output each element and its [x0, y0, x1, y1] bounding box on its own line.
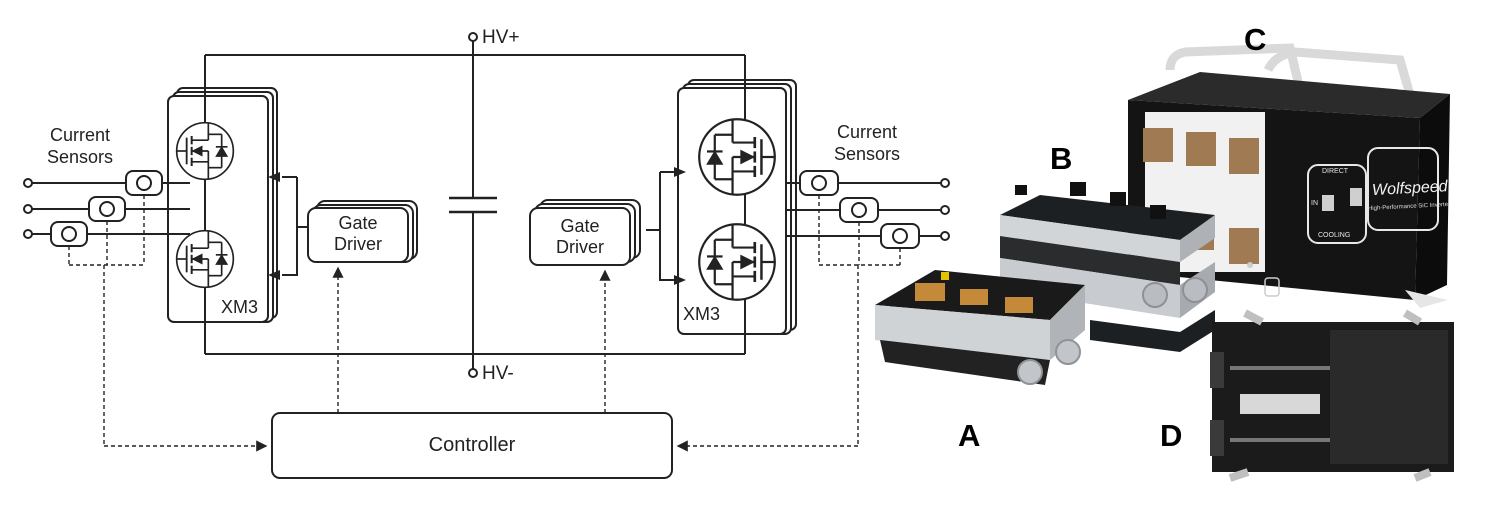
left-phase-outputs — [23, 178, 190, 239]
left-top-mosfet — [175, 121, 235, 181]
right-current-sensors-label: Current Sensors — [833, 122, 901, 164]
controller-box — [271, 412, 673, 479]
schematic — [23, 32, 950, 479]
left-current-sensor-3 — [50, 221, 88, 247]
right-xm3-label: XM3 — [683, 304, 721, 324]
left-bottom-mosfet — [175, 229, 235, 289]
hv-plus-terminal — [468, 32, 478, 42]
cooling-label: COOLING — [1318, 232, 1351, 239]
photo-d-top-view — [1210, 309, 1454, 482]
hv-minus-label: HV- — [482, 363, 514, 384]
right-current-sensor-3 — [880, 223, 920, 249]
photo-label-c: C — [1244, 22, 1267, 57]
left-xm3-label: XM3 — [221, 297, 259, 317]
left-gate-driver-label: Gate Driver — [334, 213, 382, 254]
photo-a-power-module — [875, 270, 1085, 385]
right-current-sensor-1 — [799, 170, 839, 196]
in-label: IN — [1311, 200, 1318, 207]
left-current-sensor-1 — [125, 170, 163, 196]
controller-label: Controller — [428, 434, 516, 456]
hv-minus-terminal — [468, 368, 478, 378]
right-phase-outputs — [786, 178, 950, 241]
copper-terminal — [1143, 128, 1173, 162]
right-gate-driver-label: Gate Driver — [556, 216, 604, 257]
left-gate-wire — [282, 177, 298, 276]
dc-link-capacitor — [449, 196, 497, 214]
right-gate-wire — [659, 172, 675, 281]
right-top-mosfet — [697, 117, 777, 197]
right-bottom-mosfet — [697, 222, 777, 302]
photo-label-b: B — [1050, 141, 1073, 176]
photo-label-d: D — [1160, 418, 1183, 453]
signal-lines — [68, 195, 901, 452]
photo-label-a: A — [958, 418, 981, 453]
direct-label: DIRECT — [1322, 168, 1349, 175]
photo-b-power-stack — [1000, 182, 1215, 352]
hv-plus-label: HV+ — [482, 27, 520, 48]
right-gate-driver-box — [529, 199, 641, 266]
left-gate-driver-box — [307, 200, 418, 263]
right-current-sensor-2 — [839, 197, 879, 223]
left-current-sensors-label: Current Sensors — [46, 125, 114, 167]
left-current-sensor-2 — [88, 196, 126, 222]
